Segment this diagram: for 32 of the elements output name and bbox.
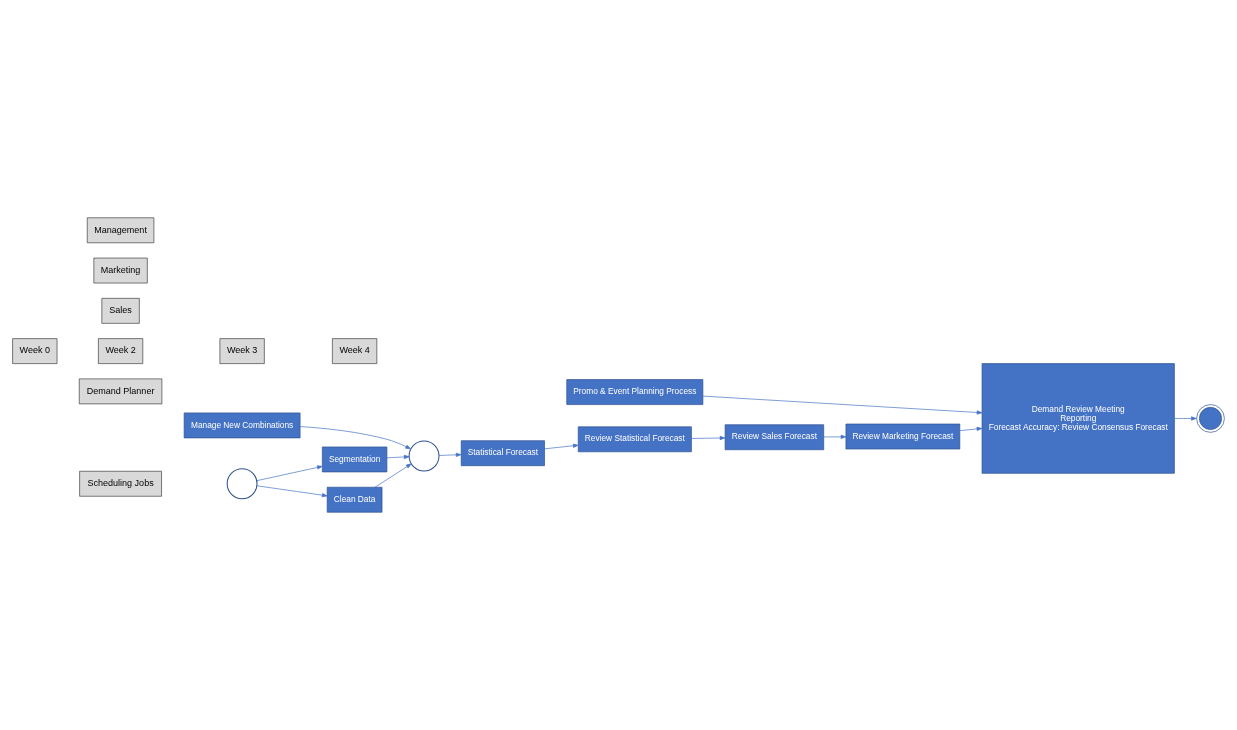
node-box: Sales [101, 298, 140, 324]
node-box: Review Statistical Forecast [577, 426, 692, 453]
arrow [256, 485, 328, 498]
node-box: Management [86, 217, 155, 244]
arrow [374, 463, 412, 488]
arrow [823, 434, 847, 439]
node-box: Review Marketing Forecast [845, 423, 961, 450]
node-box: Promo & Event Planning Process [566, 379, 704, 405]
node-box: Clean Data [326, 486, 383, 513]
node-box: Week 4 [332, 338, 378, 364]
node-box: Week 2 [98, 338, 144, 364]
arrow [702, 395, 983, 415]
node-box: Segmentation [321, 446, 388, 473]
node-box: Scheduling Jobs [79, 470, 162, 497]
node-box: Demand Review Meeting Reporting Forecast Accuracy: Review Consensus Forecast [981, 363, 1175, 474]
arrow [299, 426, 411, 450]
arrow [256, 465, 323, 481]
node-circle [226, 468, 258, 500]
arrow [1174, 416, 1197, 421]
node-circle [408, 440, 440, 472]
arrow [438, 452, 462, 457]
node-box: Week 0 [12, 338, 58, 364]
node-box: Statistical Forecast [460, 440, 545, 467]
arrow [386, 454, 410, 459]
node-box: Manage New Combinations [183, 412, 301, 439]
arrow [691, 436, 726, 441]
node-box: Demand Planner [78, 378, 163, 405]
node-box: Marketing [93, 257, 148, 284]
arrow [544, 443, 579, 450]
node-box: Review Sales Forecast [724, 424, 825, 451]
arrow [959, 426, 983, 431]
node-box: Week 3 [219, 338, 265, 364]
